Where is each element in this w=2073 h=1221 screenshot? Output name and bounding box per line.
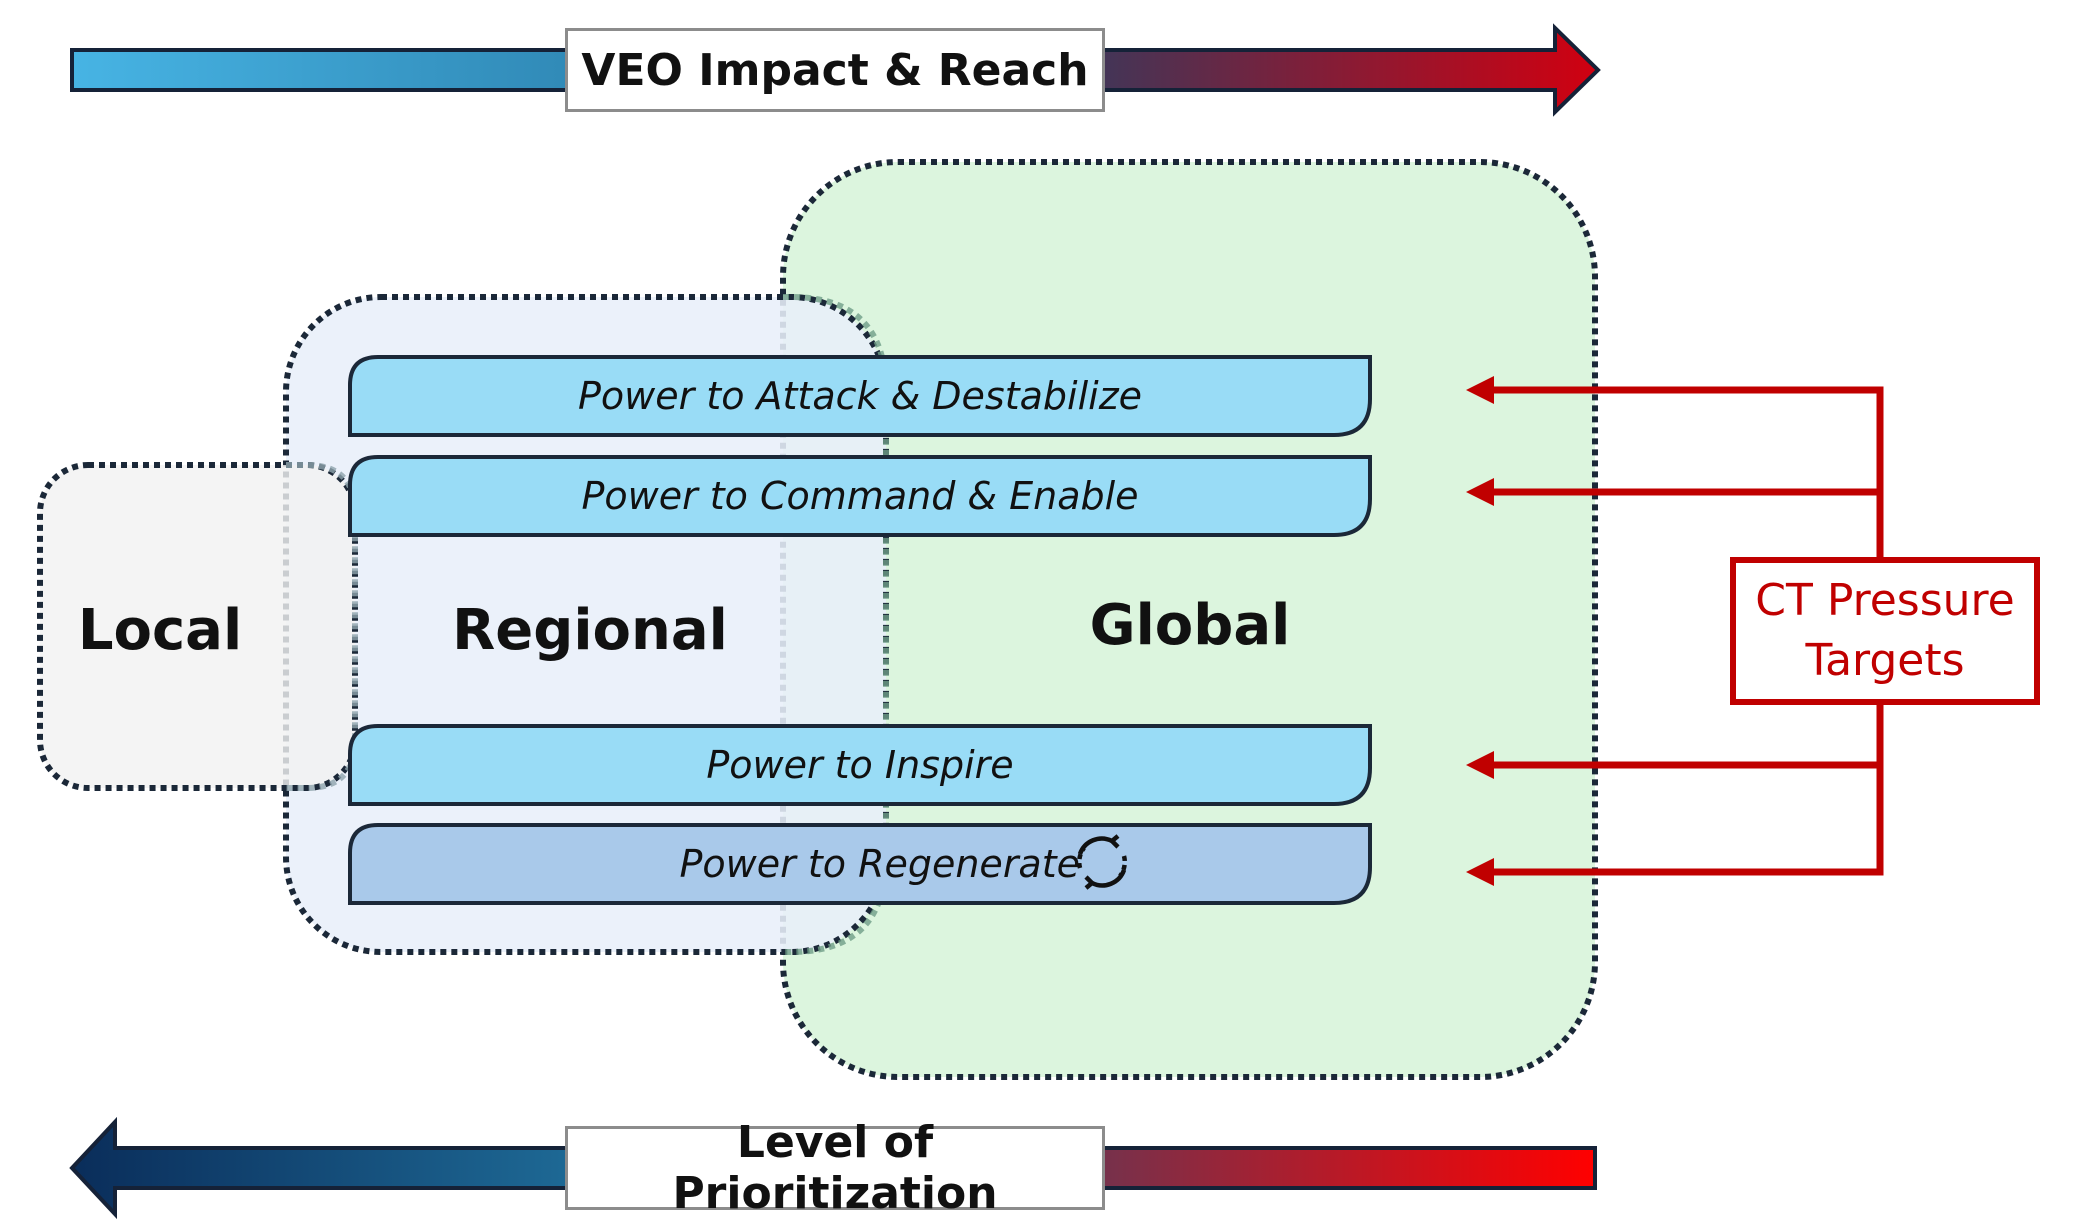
local-zone-label: Local [77,597,243,663]
ct-connector-top [1490,386,1884,557]
ct-arrowhead-attack [1466,376,1494,404]
global-zone-label: Global [1089,592,1291,658]
ct-arrowhead-command [1466,478,1494,506]
ct-pressure-line1: CT Pressure [1755,575,2015,626]
ct-arrowhead-inspire [1466,751,1494,779]
ct-connector-bottom [1490,705,1884,876]
ct-arrowhead-regenerate [1466,858,1494,886]
local-overlap-outline [286,462,358,791]
band-command [348,455,1372,537]
band-command-label: Power to Command & Enable [581,474,1139,518]
prioritization-text: Level of Prioritization [672,1117,998,1219]
prioritization-caption: Level of Prioritization [565,1117,1105,1219]
refresh-cycle-icon [1076,834,1128,890]
band-regenerate-label: Power to Regenerate [679,842,1080,886]
ct-pressure-line2: Targets [1805,635,1965,686]
band-attack [348,355,1372,437]
regional-zone-label: Regional [452,597,728,663]
band-attack-label: Power to Attack & Destabilize [577,374,1143,418]
impact-reach-text: VEO Impact & Reach [581,44,1089,96]
ct-pressure-box: CT Pressure Targets [1730,557,2040,705]
band-inspire-label: Power to Inspire [706,743,1014,787]
band-inspire [348,724,1372,806]
impact-reach-caption: VEO Impact & Reach [565,28,1105,112]
